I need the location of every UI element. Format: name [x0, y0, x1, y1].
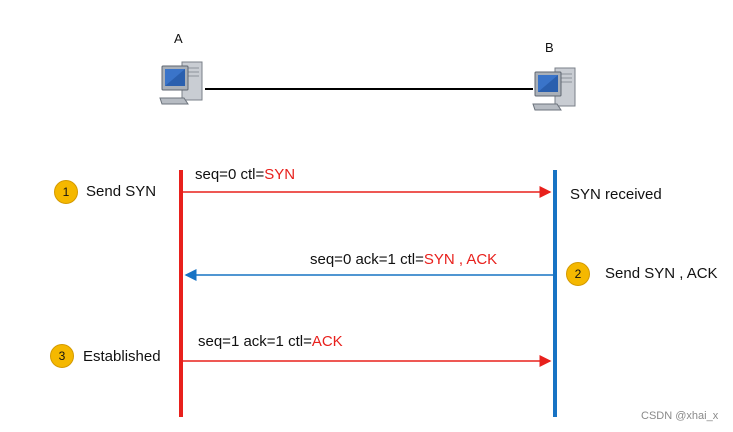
host-b-label: B: [545, 40, 554, 55]
watermark: CSDN @xhai_x: [641, 410, 719, 422]
syn-ack-message-flags: SYN , ACK: [423, 251, 498, 268]
step-1-label: Send SYN: [86, 183, 157, 200]
step-3-label: Established: [83, 348, 161, 365]
computer-icon: [159, 61, 203, 105]
host-a-label: A: [174, 31, 183, 46]
syn-ack-message-fields: seq=0 ack=1 ctl=: [310, 251, 424, 268]
syn-message-fields: seq=0 ctl=: [195, 166, 265, 183]
step-3-badge: 3: [50, 344, 74, 368]
syn-message-flags: SYN: [264, 166, 296, 183]
computer-icon: [532, 67, 576, 111]
ack-message-fields: seq=1 ack=1 ctl=: [198, 333, 312, 350]
syn-message: seq=0 ctl=SYN: [195, 166, 295, 184]
syn-ack-message: seq=0 ack=1 ctl=SYN , ACK: [310, 251, 497, 269]
step-1-badge: 1: [54, 180, 78, 204]
step-2-label: Send SYN , ACK: [605, 265, 718, 282]
step-2-badge: 2: [566, 262, 590, 286]
ack-message-flags: ACK: [311, 333, 343, 350]
ack-message: seq=1 ack=1 ctl=ACK: [198, 333, 343, 351]
syn-received-label: SYN received: [570, 186, 662, 203]
